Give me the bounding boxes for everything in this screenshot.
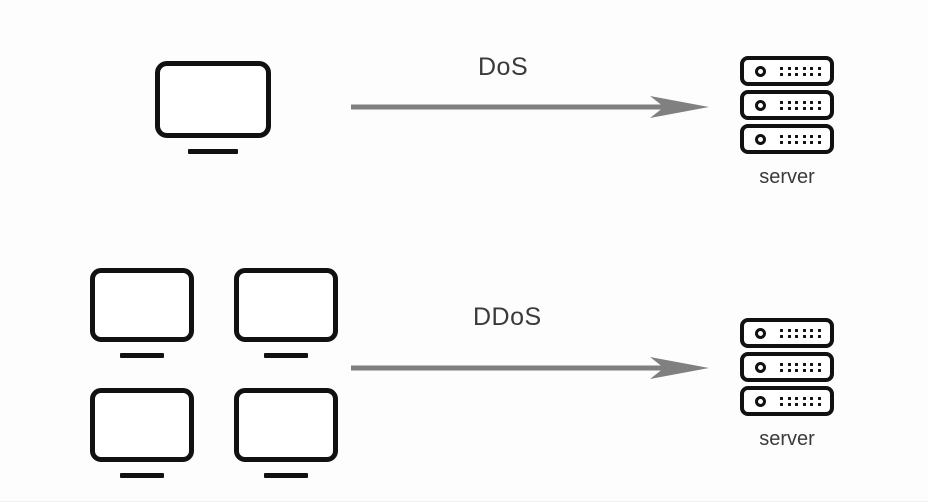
vent-dots-icon bbox=[780, 101, 821, 111]
status-led-icon bbox=[755, 362, 766, 373]
monitor-stand bbox=[264, 473, 308, 478]
server-unit bbox=[740, 56, 834, 86]
monitor-stand bbox=[120, 473, 164, 478]
dos-attack-arrow bbox=[350, 94, 710, 120]
server-unit bbox=[740, 90, 834, 120]
vent-dots-icon bbox=[780, 397, 821, 407]
server-rack-icon: server bbox=[740, 318, 834, 450]
status-led-icon bbox=[755, 134, 766, 145]
server-unit bbox=[740, 318, 834, 348]
vent-dots-icon bbox=[780, 363, 821, 373]
server-stack bbox=[740, 318, 834, 420]
status-led-icon bbox=[755, 100, 766, 111]
monitor-screen bbox=[90, 388, 194, 462]
monitor-screen bbox=[234, 388, 338, 462]
server-rack-icon: server bbox=[740, 56, 834, 188]
computer-monitor-icon bbox=[234, 388, 338, 484]
monitor-screen bbox=[234, 268, 338, 342]
server-caption: server bbox=[759, 428, 815, 450]
dos-label: DoS bbox=[478, 53, 529, 81]
server-unit bbox=[740, 352, 834, 382]
status-led-icon bbox=[755, 66, 766, 77]
vent-dots-icon bbox=[780, 135, 821, 145]
monitor-screen bbox=[90, 268, 194, 342]
computer-monitor-icon bbox=[234, 268, 338, 364]
ddos-attack-arrow bbox=[350, 355, 710, 381]
status-led-icon bbox=[755, 396, 766, 407]
server-caption: server bbox=[759, 166, 815, 188]
monitor-screen bbox=[155, 61, 271, 138]
ddos-label: DDoS bbox=[473, 303, 542, 331]
status-led-icon bbox=[755, 328, 766, 339]
server-unit bbox=[740, 386, 834, 416]
vent-dots-icon bbox=[780, 329, 821, 339]
monitor-stand bbox=[264, 353, 308, 358]
monitor-stand bbox=[120, 353, 164, 358]
vent-dots-icon bbox=[780, 67, 821, 77]
computer-monitor-icon bbox=[155, 61, 271, 161]
monitor-stand bbox=[188, 149, 238, 154]
server-unit bbox=[740, 124, 834, 154]
computer-monitor-icon bbox=[90, 388, 194, 484]
computer-monitor-icon bbox=[90, 268, 194, 364]
server-stack bbox=[740, 56, 834, 158]
